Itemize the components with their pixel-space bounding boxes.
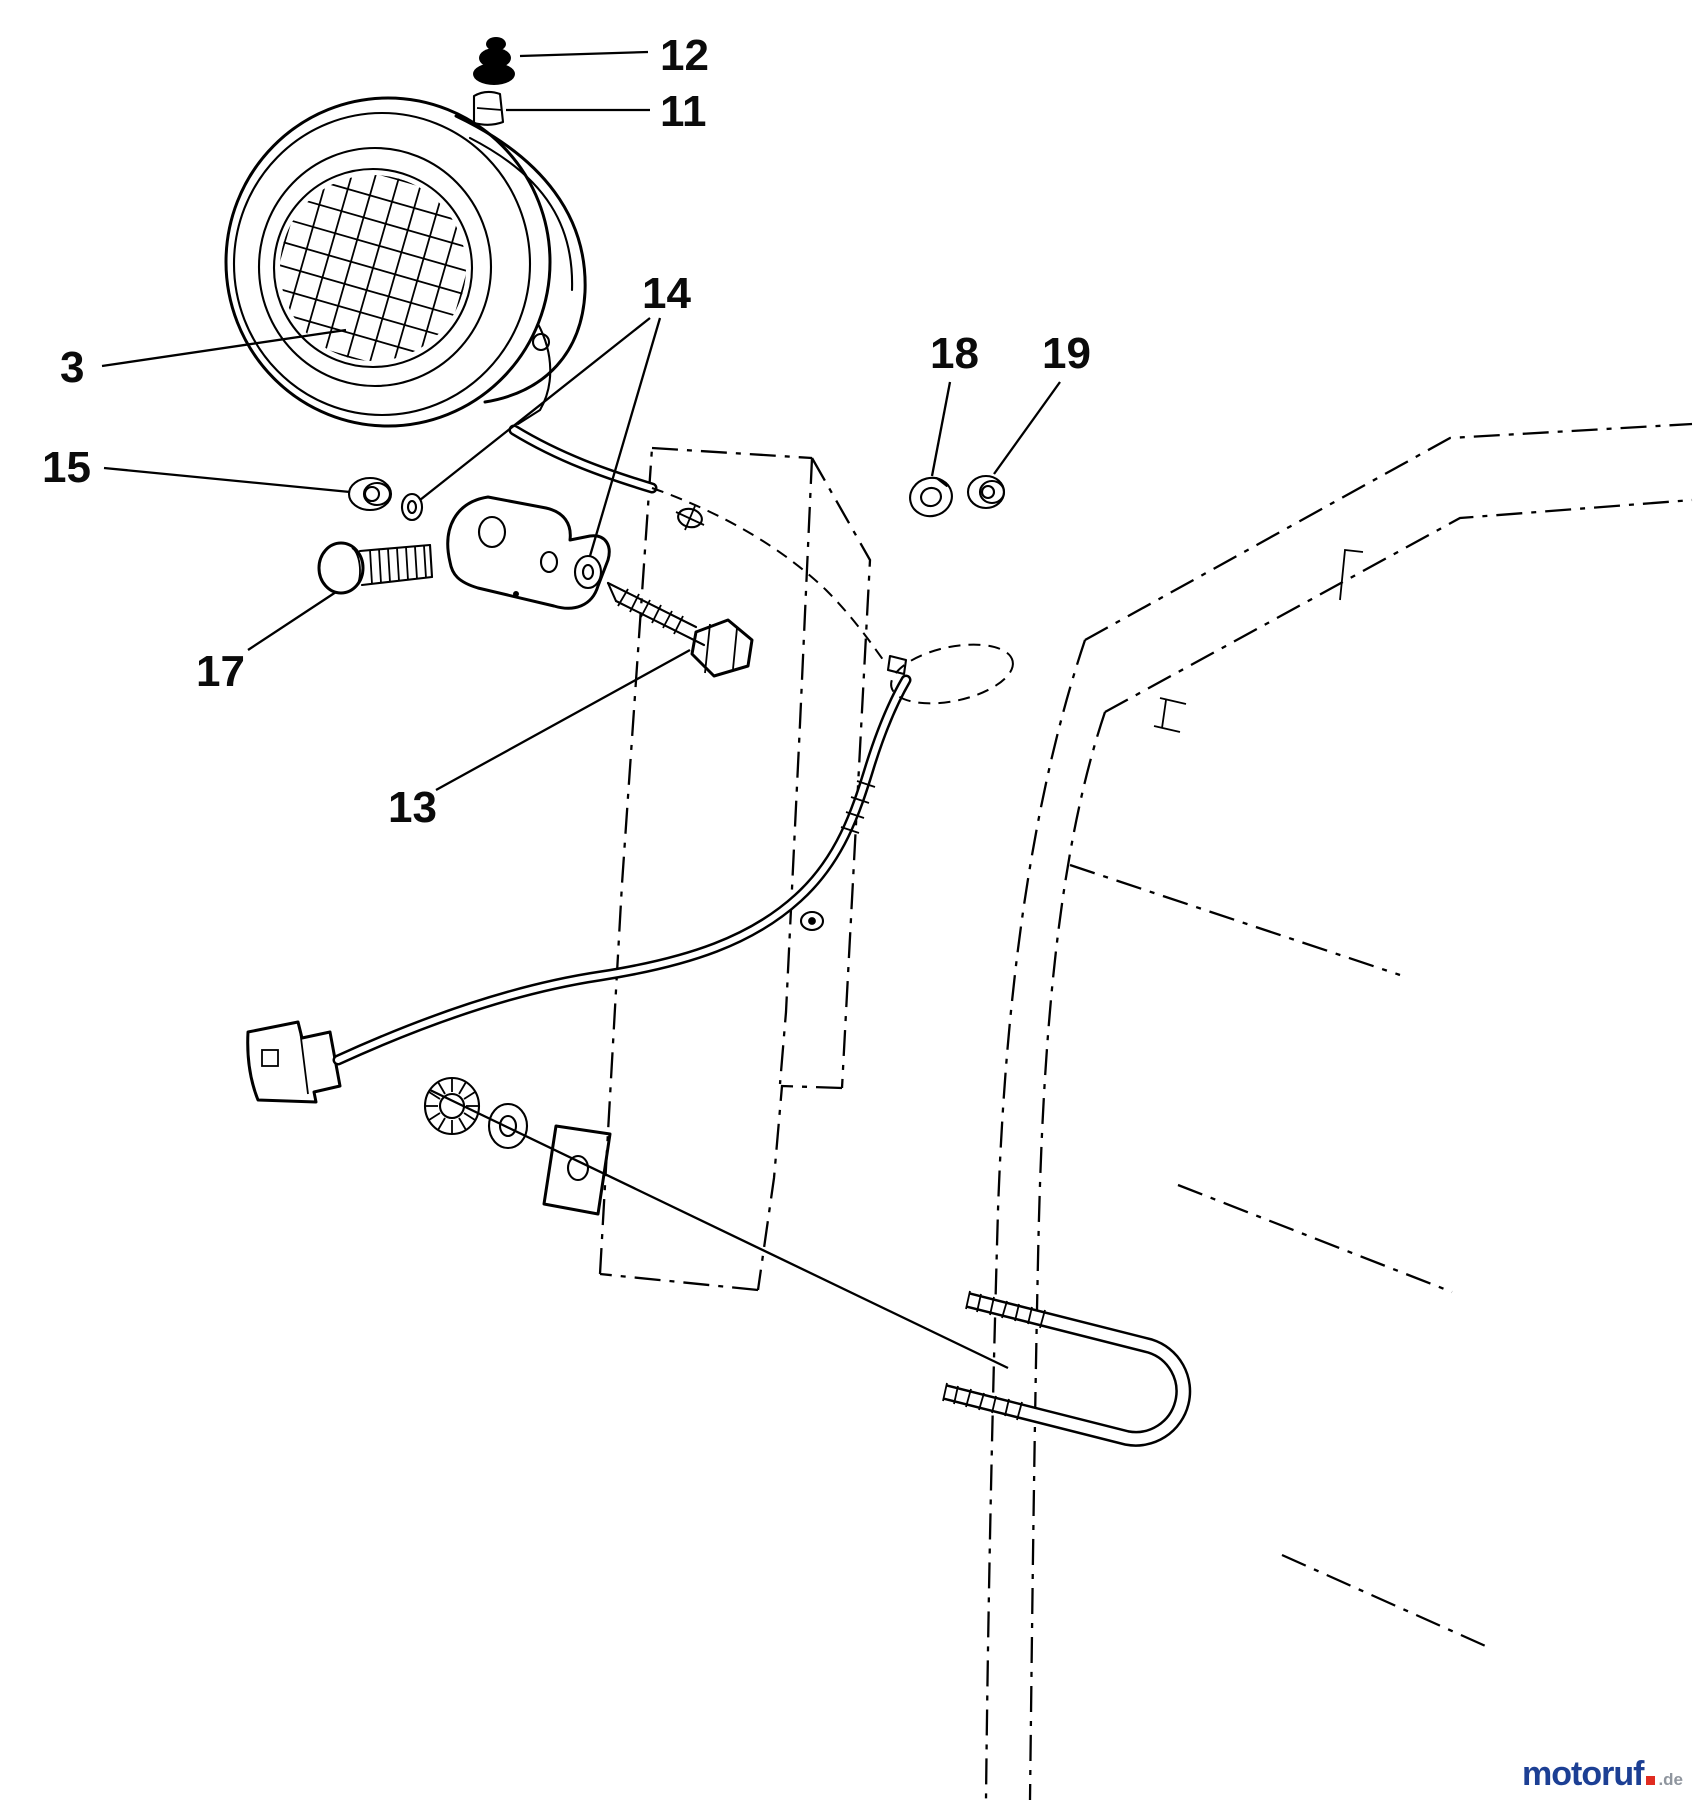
- mounting-bracket: [446, 495, 611, 610]
- logo-tld-text: .de: [1658, 1770, 1683, 1789]
- callout-label-3: 3: [60, 343, 84, 392]
- mounting-plate: [598, 446, 872, 1292]
- frame-phantom: [984, 422, 1693, 1800]
- headlight-assembly: [224, 37, 587, 428]
- logo-accent-icon: [1646, 1776, 1656, 1785]
- flat-washer: [487, 1102, 529, 1150]
- u-bolt-threads: [942, 1290, 1046, 1421]
- frame-detail-marks: [1153, 549, 1364, 733]
- inline-connector: [799, 780, 876, 932]
- callout-18: 18: [930, 329, 979, 477]
- wire-harness: [246, 424, 1014, 1104]
- callout-label-13: 13: [388, 783, 437, 832]
- wire-connector: [246, 1020, 342, 1104]
- callout-15: 15: [42, 443, 351, 494]
- nut-part-19: [966, 474, 1006, 510]
- u-bolt: [942, 1290, 1192, 1447]
- callout-13: 13: [388, 648, 691, 832]
- callout-label-19: 19: [1042, 329, 1091, 378]
- stud-part-11: [472, 90, 505, 126]
- star-washer: [423, 1076, 481, 1136]
- callout-label-17: 17: [196, 647, 245, 696]
- washer-part-14a: [400, 492, 424, 522]
- bolt-axis-line: [429, 1088, 1009, 1370]
- callout-label-11: 11: [660, 87, 707, 136]
- callouts: 12 11 3 14 15 17 13 18: [42, 31, 1091, 832]
- callout-label-14: 14: [642, 269, 691, 318]
- callout-3: 3: [60, 328, 347, 392]
- bottom-flange: [542, 1124, 612, 1216]
- callout-17: 17: [196, 591, 337, 696]
- callout-label-15: 15: [42, 443, 91, 492]
- callout-label-12: 12: [660, 31, 709, 80]
- bolt-part-13: [606, 581, 754, 678]
- callout-11: 11: [506, 87, 707, 136]
- bolt-part-17: [317, 541, 434, 595]
- grommet-ring: [890, 643, 1014, 705]
- callout-19: 19: [993, 329, 1091, 475]
- callout-12: 12: [519, 31, 709, 80]
- washer-part-14b: [573, 554, 603, 590]
- callout-14: 14: [419, 269, 691, 557]
- bullet-terminal: [886, 654, 908, 676]
- lock-washer-part-18: [909, 476, 953, 518]
- knob-part-12: [473, 37, 515, 85]
- motoruf-logo[interactable]: motoruf .de: [1522, 1755, 1683, 1794]
- callout-label-18: 18: [930, 329, 979, 378]
- plate-hole: [675, 505, 705, 531]
- logo-brand-text: motoruf: [1522, 1755, 1644, 1793]
- nut-part-15: [347, 476, 393, 512]
